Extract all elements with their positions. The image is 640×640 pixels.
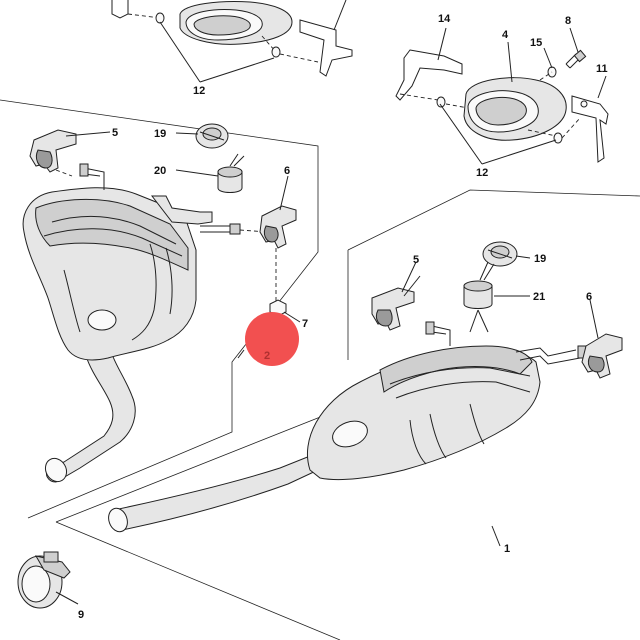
- callout-labels: 1 2 4 5 5 6 6 7 8 9 11 12 12 14 15 19 19…: [78, 13, 608, 621]
- callout-1[interactable]: 1: [504, 543, 510, 555]
- callout-21[interactable]: 21: [533, 291, 545, 303]
- highlight-marker[interactable]: [245, 312, 299, 366]
- callout-19-right[interactable]: 19: [534, 253, 546, 265]
- callout-8[interactable]: 8: [565, 15, 571, 27]
- right-group-frame: [55, 189, 640, 640]
- callout-9[interactable]: 9: [78, 609, 84, 621]
- left-sensor-20: [217, 153, 245, 193]
- leader-lines: [65, 131, 599, 547]
- rear-muffler-part-2: [22, 129, 297, 483]
- callout-11[interactable]: 11: [596, 63, 608, 75]
- callout-15[interactable]: 15: [530, 37, 542, 49]
- callout-5-right[interactable]: 5: [413, 254, 419, 266]
- right-rubber-mount-19: [482, 241, 518, 267]
- callout-2[interactable]: 2: [264, 350, 270, 362]
- callout-4[interactable]: 4: [502, 29, 509, 41]
- callout-20[interactable]: 20: [154, 165, 166, 177]
- callout-5-left[interactable]: 5: [112, 127, 118, 139]
- callout-14[interactable]: 14: [438, 13, 451, 25]
- top-left-tailpipe-assembly: [111, 0, 353, 83]
- right-sensor-21: [463, 261, 495, 333]
- callout-6-right[interactable]: 6: [586, 291, 592, 303]
- callout-12-left[interactable]: 12: [193, 85, 205, 97]
- clamp-part-9: [17, 551, 79, 609]
- callout-12-right[interactable]: 12: [476, 167, 488, 179]
- front-muffler-part-1: [108, 275, 623, 533]
- top-right-tailpipe-assembly: [395, 27, 609, 165]
- callout-6-left[interactable]: 6: [284, 165, 290, 177]
- left-rubber-mount-19: [195, 123, 229, 149]
- callout-7[interactable]: 7: [302, 318, 308, 330]
- callout-19-left[interactable]: 19: [154, 128, 166, 140]
